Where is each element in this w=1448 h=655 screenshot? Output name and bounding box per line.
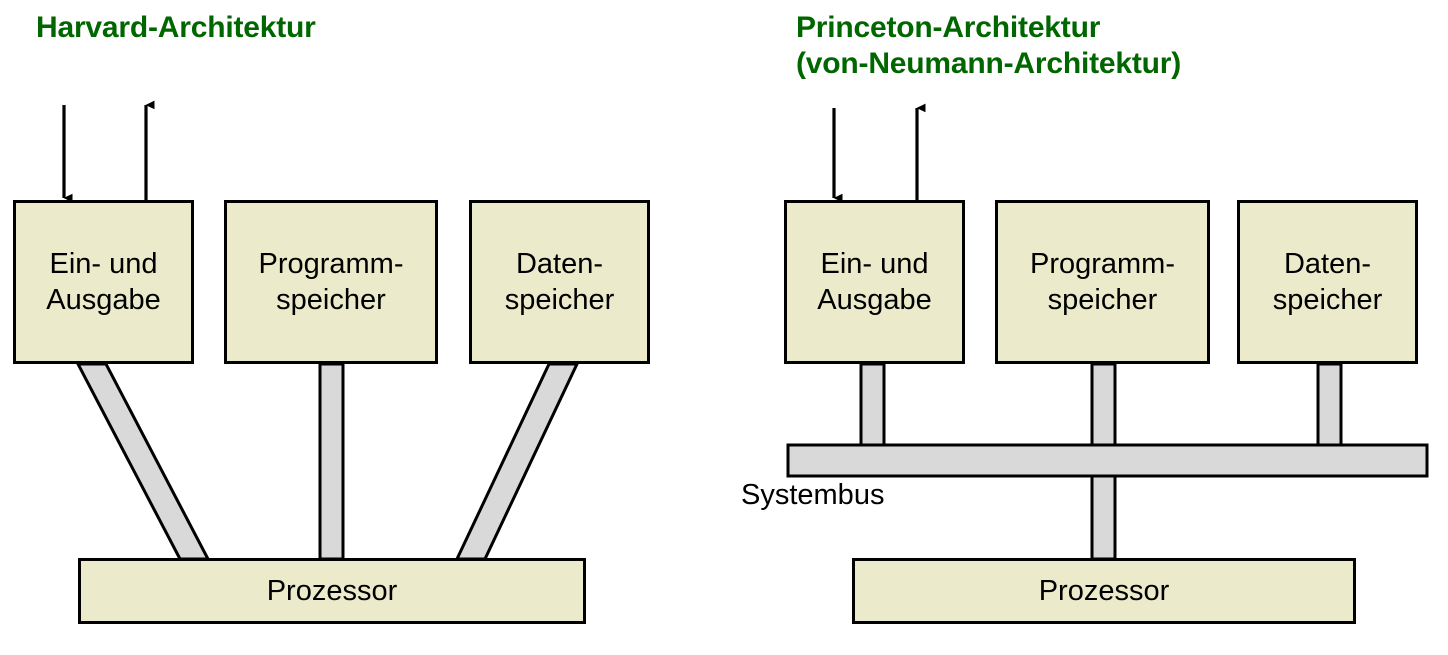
princeton-box-processor[interactable]: Prozessor [852,558,1356,624]
harvard-connector-io-cpu [75,362,211,561]
princeton-system-bus-label: Systembus [741,479,885,511]
harvard-box-processor[interactable]: Prozessor [78,558,586,624]
harvard-architecture-title: Harvard-Architektur [36,11,316,44]
princeton-architecture-title: Princeton-Architektur(von-Neumann-Archit… [796,10,1181,82]
harvard-connector-progmem-cpu [318,362,345,561]
princeton-title-line-2: (von-Neumann-Architektur) [796,47,1182,80]
princeton-box-io[interactable]: Ein- und Ausgabe [784,200,965,364]
princeton-connector-bus-cpu [1090,472,1117,561]
harvard-connector-datamem-cpu [454,362,580,561]
harvard-box-io[interactable]: Ein- und Ausgabe [13,200,194,364]
princeton-connector-datamem-bus [1316,362,1343,449]
princeton-box-data-memory[interactable]: Daten- speicher [1237,200,1418,364]
harvard-box-program-memory[interactable]: Programm- speicher [224,200,438,364]
princeton-title-line-1: Princeton-Architektur [796,11,1101,44]
princeton-connector-progmem-bus [1090,362,1117,449]
princeton-box-program-memory[interactable]: Programm- speicher [995,200,1210,364]
harvard-box-data-memory[interactable]: Daten- speicher [469,200,650,364]
princeton-connector-io-bus [859,362,886,449]
princeton-system-bus-bar [786,443,1429,478]
